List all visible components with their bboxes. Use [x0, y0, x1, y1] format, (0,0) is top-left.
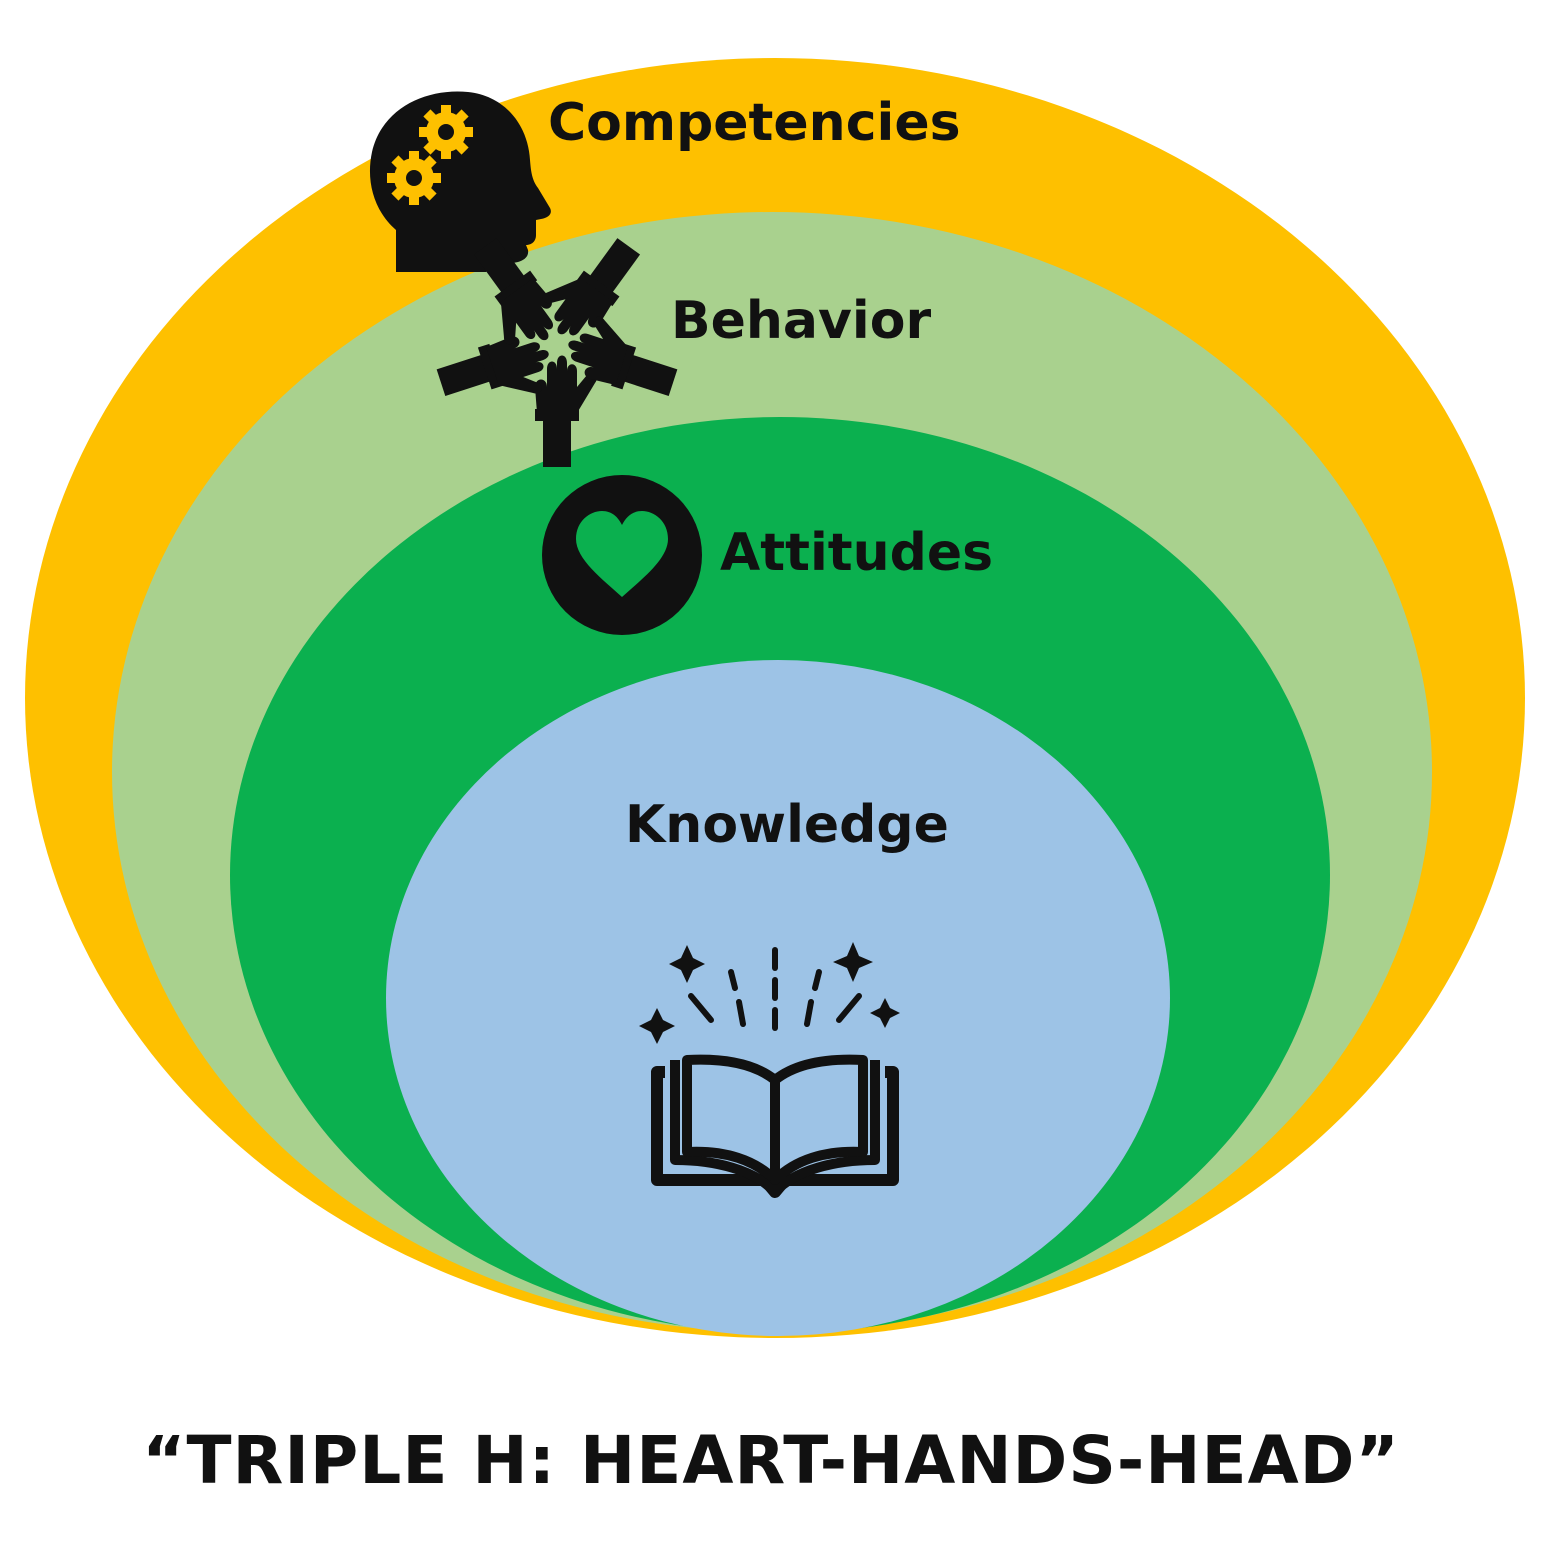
label-knowledge: Knowledge — [625, 795, 949, 855]
label-behavior: Behavior — [671, 291, 931, 351]
heart-icon — [542, 475, 702, 635]
caption: “TRIPLE H: HEART-HANDS-HEAD” — [142, 1422, 1400, 1499]
open-book-icon — [639, 942, 900, 1198]
label-attitudes: Attitudes — [720, 523, 993, 583]
head-gears-icon — [369, 91, 551, 272]
label-competencies: Competencies — [548, 93, 961, 153]
